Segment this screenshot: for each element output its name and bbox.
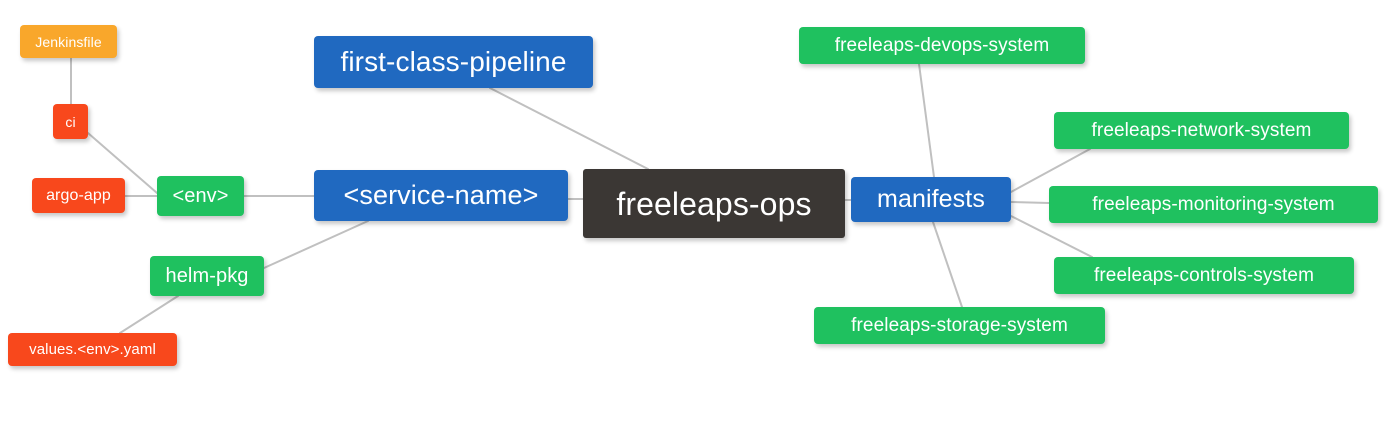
mindmap-node-label: Jenkinsfile xyxy=(35,33,102,50)
mindmap-node-values-yaml[interactable]: values.<env>.yaml xyxy=(8,333,177,366)
mindmap-node-argo-app[interactable]: argo-app xyxy=(32,178,125,213)
edge-manifests-to-freeleaps-storage-system xyxy=(932,221,963,308)
edge-helm-pkg-to-service-name xyxy=(263,220,369,269)
edge-first-class-pipeline-to-freeleaps-ops xyxy=(489,87,649,170)
mindmap-node-freeleaps-ops[interactable]: freeleaps-ops xyxy=(583,169,845,238)
mindmap-node-label: helm-pkg xyxy=(165,265,249,287)
mindmap-node-ci[interactable]: ci xyxy=(53,104,88,139)
mindmap-node-first-class-pipeline[interactable]: first-class-pipeline xyxy=(314,36,593,88)
mindmap-node-freeleaps-storage-system[interactable]: freeleaps-storage-system xyxy=(814,307,1105,344)
mindmap-node-label: freeleaps-controls-system xyxy=(1093,265,1315,286)
edge-manifests-to-freeleaps-monitoring-system xyxy=(1010,201,1050,204)
mindmap-node-freeleaps-devops-system[interactable]: freeleaps-devops-system xyxy=(799,27,1085,64)
mindmap-node-label: freeleaps-ops xyxy=(616,185,812,222)
mindmap-node-label: argo-app xyxy=(46,186,111,204)
mindmap-node-label: freeleaps-devops-system xyxy=(834,35,1050,56)
mindmap-node-label: freeleaps-storage-system xyxy=(851,315,1068,336)
mindmap-node-freeleaps-controls-system[interactable]: freeleaps-controls-system xyxy=(1054,257,1354,294)
mindmap-node-jenkinsfile[interactable]: Jenkinsfile xyxy=(20,25,117,58)
mindmap-node-label: <service-name> xyxy=(343,180,539,210)
mindmap-node-label: ci xyxy=(65,113,76,130)
mindmap-node-freeleaps-network-system[interactable]: freeleaps-network-system xyxy=(1054,112,1349,149)
edge-values-yaml-to-helm-pkg xyxy=(119,295,179,334)
mindmap-node-helm-pkg[interactable]: helm-pkg xyxy=(150,256,264,296)
mindmap-node-manifests[interactable]: manifests xyxy=(851,177,1011,222)
mindmap-node-label: first-class-pipeline xyxy=(340,46,567,77)
mindmap-node-freeleaps-monitoring-system[interactable]: freeleaps-monitoring-system xyxy=(1049,186,1378,223)
mindmap-node-label: freeleaps-network-system xyxy=(1091,120,1312,141)
mindmap-node-label: manifests xyxy=(877,185,985,213)
mindmap-node-label: values.<env>.yaml xyxy=(29,341,156,358)
mindmap-node-env[interactable]: <env> xyxy=(157,176,244,216)
edge-manifests-to-freeleaps-devops-system xyxy=(918,63,935,178)
mindmap-node-label: freeleaps-monitoring-system xyxy=(1092,194,1335,215)
mindmap-node-label: <env> xyxy=(172,185,229,207)
mindmap-node-service-name[interactable]: <service-name> xyxy=(314,170,568,221)
